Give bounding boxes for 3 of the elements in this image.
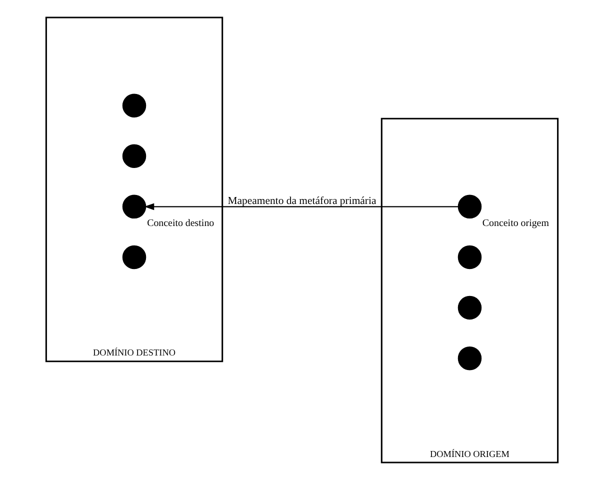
node-label: Conceito destino: [147, 218, 214, 230]
edge-label: Mapeamento da metáfora primária: [228, 194, 376, 207]
node-label: Conceito origem: [482, 218, 549, 230]
